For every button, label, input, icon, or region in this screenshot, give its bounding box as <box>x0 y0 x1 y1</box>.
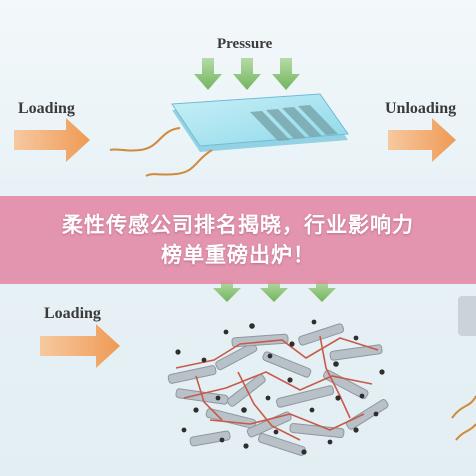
pressure-label: Pressure <box>217 36 273 52</box>
headline-banner: 柔性传感公司排名揭晓，行业影响力 榜单重磅出炉！ <box>0 196 476 284</box>
pressure-arrows <box>194 58 300 90</box>
loading-arrow-icon <box>40 324 120 368</box>
pressure-arrow-icon <box>272 58 300 90</box>
pressure-arrow-icon <box>233 58 261 90</box>
pressure-arrow-icon <box>260 280 288 302</box>
loading-label-bottom: Loading <box>44 305 101 322</box>
headline-line-2: 榜单重磅出炉！ <box>161 243 315 267</box>
sensor-plate <box>171 93 349 152</box>
loading-arrow-icon <box>14 118 90 162</box>
bottom-pressure-arrows <box>213 280 336 302</box>
sensor-wire <box>109 127 181 152</box>
electrode-strips <box>250 105 338 141</box>
sensor-wire <box>145 149 213 177</box>
pressure-arrow-icon <box>194 58 222 90</box>
pressure-arrow-icon <box>213 280 241 302</box>
nanowire-network <box>167 319 389 456</box>
loading-label-top: Loading <box>18 100 75 117</box>
headline-line-1: 柔性传感公司排名揭晓，行业影响力 <box>62 213 414 237</box>
pressure-arrow-icon <box>308 280 336 302</box>
right-partial-rods <box>451 296 476 441</box>
unloading-label: Unloading <box>385 100 457 117</box>
unloading-arrow-icon <box>388 118 456 162</box>
